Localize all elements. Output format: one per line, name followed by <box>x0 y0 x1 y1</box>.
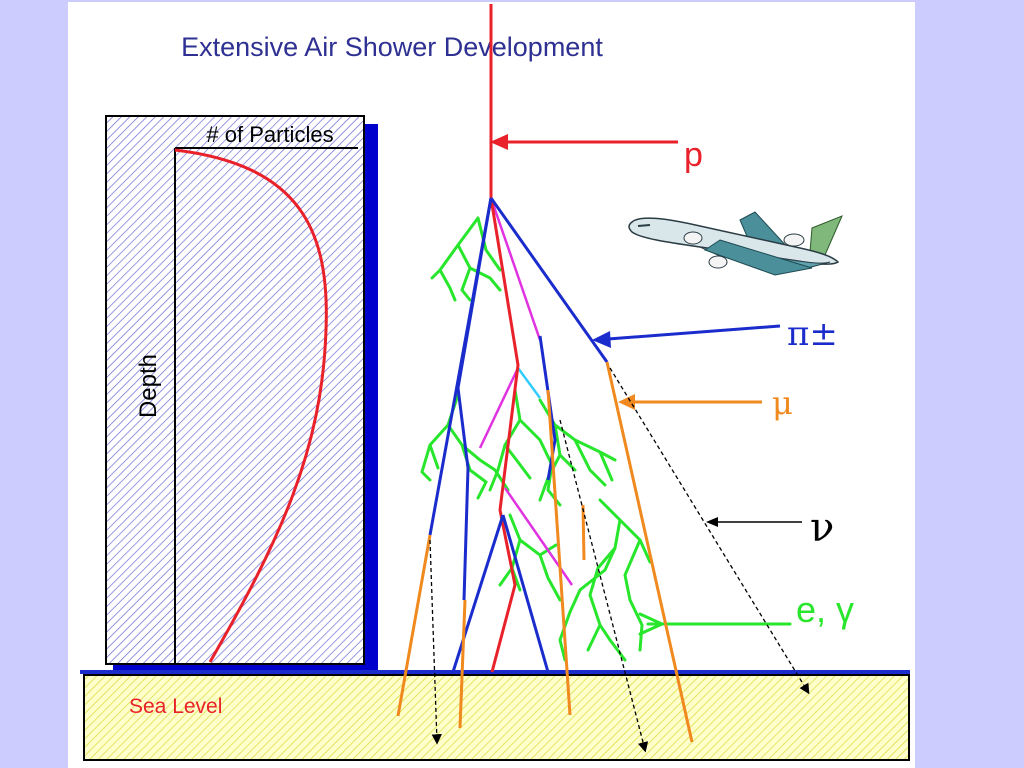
muon-label: μ <box>772 384 793 422</box>
hadronic-core-track <box>489 197 520 673</box>
slide-title: Extensive Air Shower Development <box>181 32 603 62</box>
pion-tracks <box>428 197 609 673</box>
secondary-track-cyan <box>516 367 542 399</box>
muon-arrow <box>618 394 762 410</box>
proton-label: p <box>684 136 703 174</box>
sea-level-label: Sea Level <box>129 695 222 718</box>
proton-arrow <box>490 134 678 150</box>
electron-gamma-label: e, γ <box>796 589 854 630</box>
airplane-icon <box>628 211 843 276</box>
pion-arrow <box>592 324 781 348</box>
neutrino-arrow <box>706 517 802 527</box>
particle-count-curve <box>174 148 328 663</box>
particles-axis-label: # of Particles <box>206 122 333 147</box>
depth-axis-label: Depth <box>135 354 162 418</box>
electromagnetic-cascade <box>420 216 792 662</box>
depth-profile-box: # of Particles Depth <box>105 115 378 672</box>
neutrino-label: ν <box>810 505 834 551</box>
neutrino-tracks <box>429 367 810 753</box>
muon-tracks <box>396 361 694 743</box>
pion-label: π± <box>787 314 838 354</box>
sea-level-ground: Sea Level <box>80 670 910 761</box>
